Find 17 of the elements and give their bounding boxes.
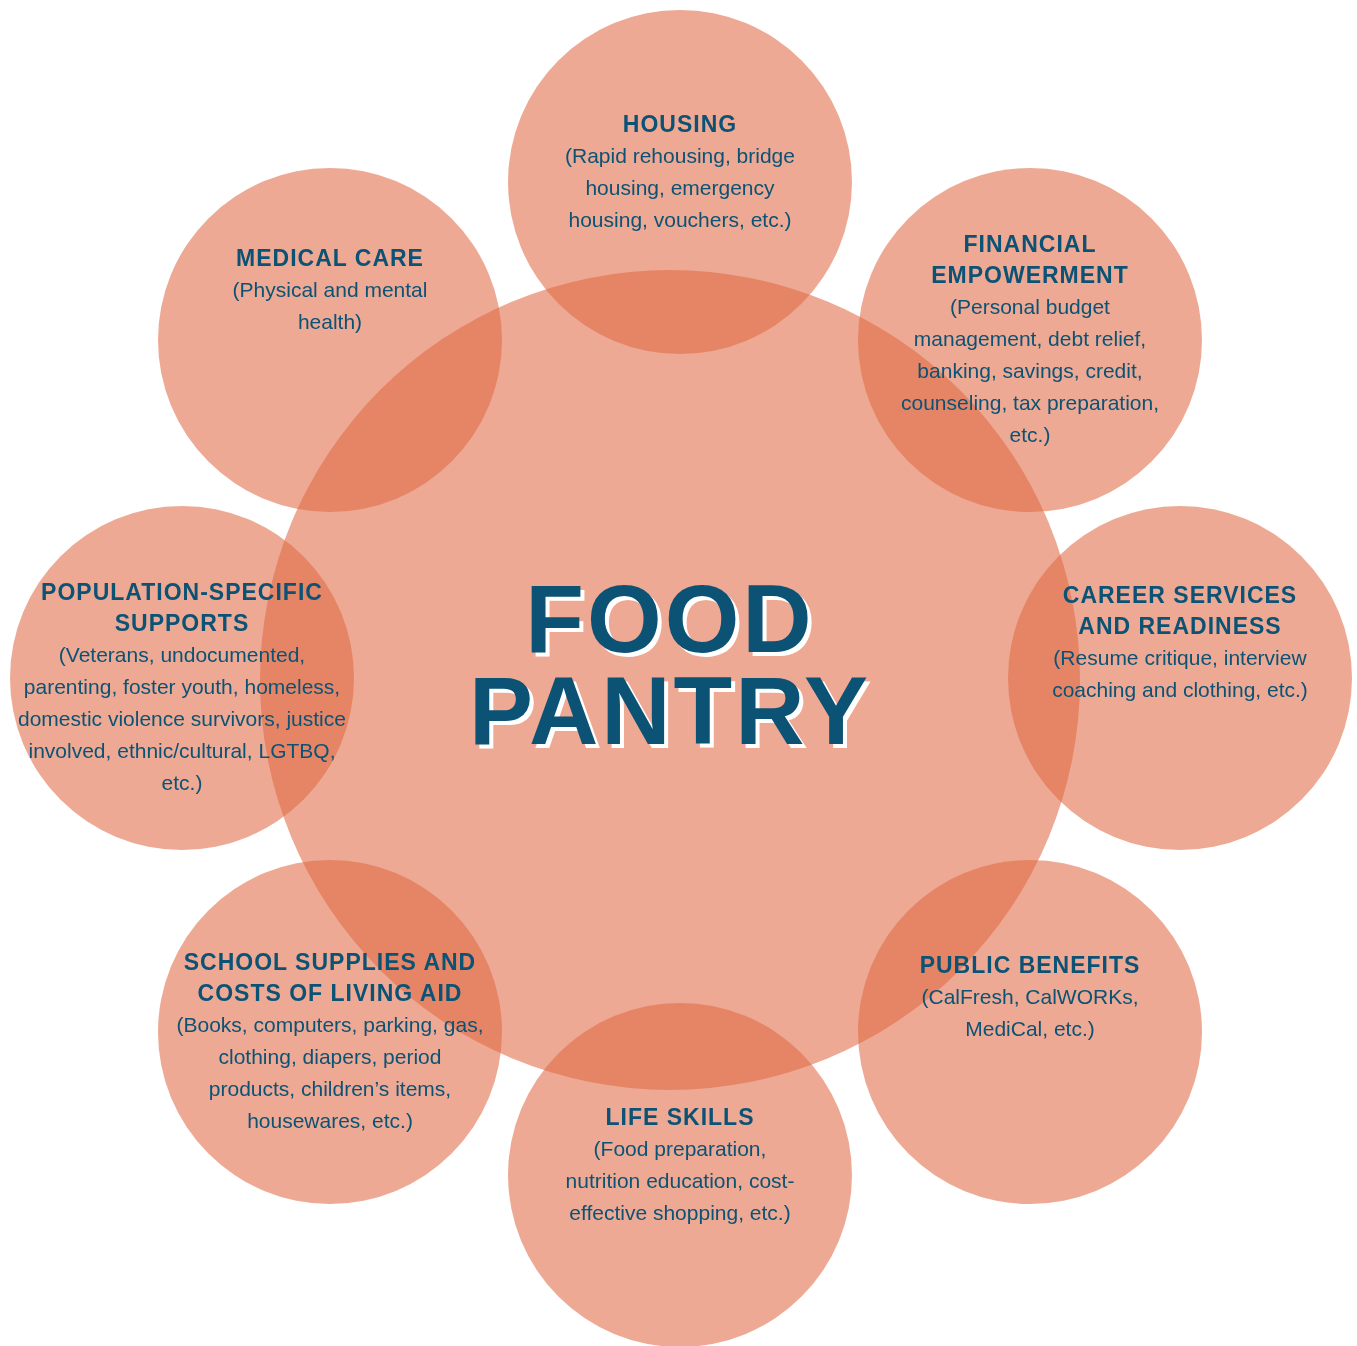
circle-heading: POPULATION-SPECIFIC SUPPORTS bbox=[40, 578, 324, 638]
circle-description: (CalFresh, CalWORKs, MediCal, etc.) bbox=[920, 983, 1140, 1042]
circle-heading: PUBLIC BENEFITS bbox=[918, 950, 1142, 980]
circle-description: (Physical and mental health) bbox=[231, 276, 429, 335]
circle-heading: LIFE SKILLS bbox=[604, 1102, 756, 1132]
circle-heading: FINANCIAL EMPOWERMENT bbox=[930, 230, 1130, 290]
circle-description: (Food preparation, nutrition education, cost-effective shopping, etc.) bbox=[565, 1135, 795, 1226]
circle-heading: CAREER SERVICES AND READINESS bbox=[1061, 581, 1299, 641]
circle-description: (Veterans, undocumented, parenting, foster youth, homeless, domestic violence survivors, justice involved, ethnic/cultural, LGTBQ, etc.) bbox=[17, 642, 347, 796]
circle-heading: MEDICAL CARE bbox=[235, 243, 425, 273]
circle-description: (Rapid rehousing, bridge housing, emergency housing, vouchers, etc.) bbox=[565, 142, 795, 233]
circle-description: (Books, computers, parking, gas, clothing, diapers, period products, children’s items, housewares, etc.) bbox=[175, 1012, 485, 1134]
hub-title: FOOD PANTRY bbox=[468, 573, 872, 757]
circle-description: (Personal budget management, debt relief, banking, savings, credit, counseling, tax preparation, etc.) bbox=[900, 294, 1160, 448]
circle-heading: HOUSING bbox=[621, 109, 739, 139]
circle-description: (Resume critique, interview coaching and clothing, etc.) bbox=[1051, 645, 1309, 703]
circle-heading: SCHOOL SUPPLIES AND COSTS OF LIVING AID bbox=[182, 948, 478, 1008]
